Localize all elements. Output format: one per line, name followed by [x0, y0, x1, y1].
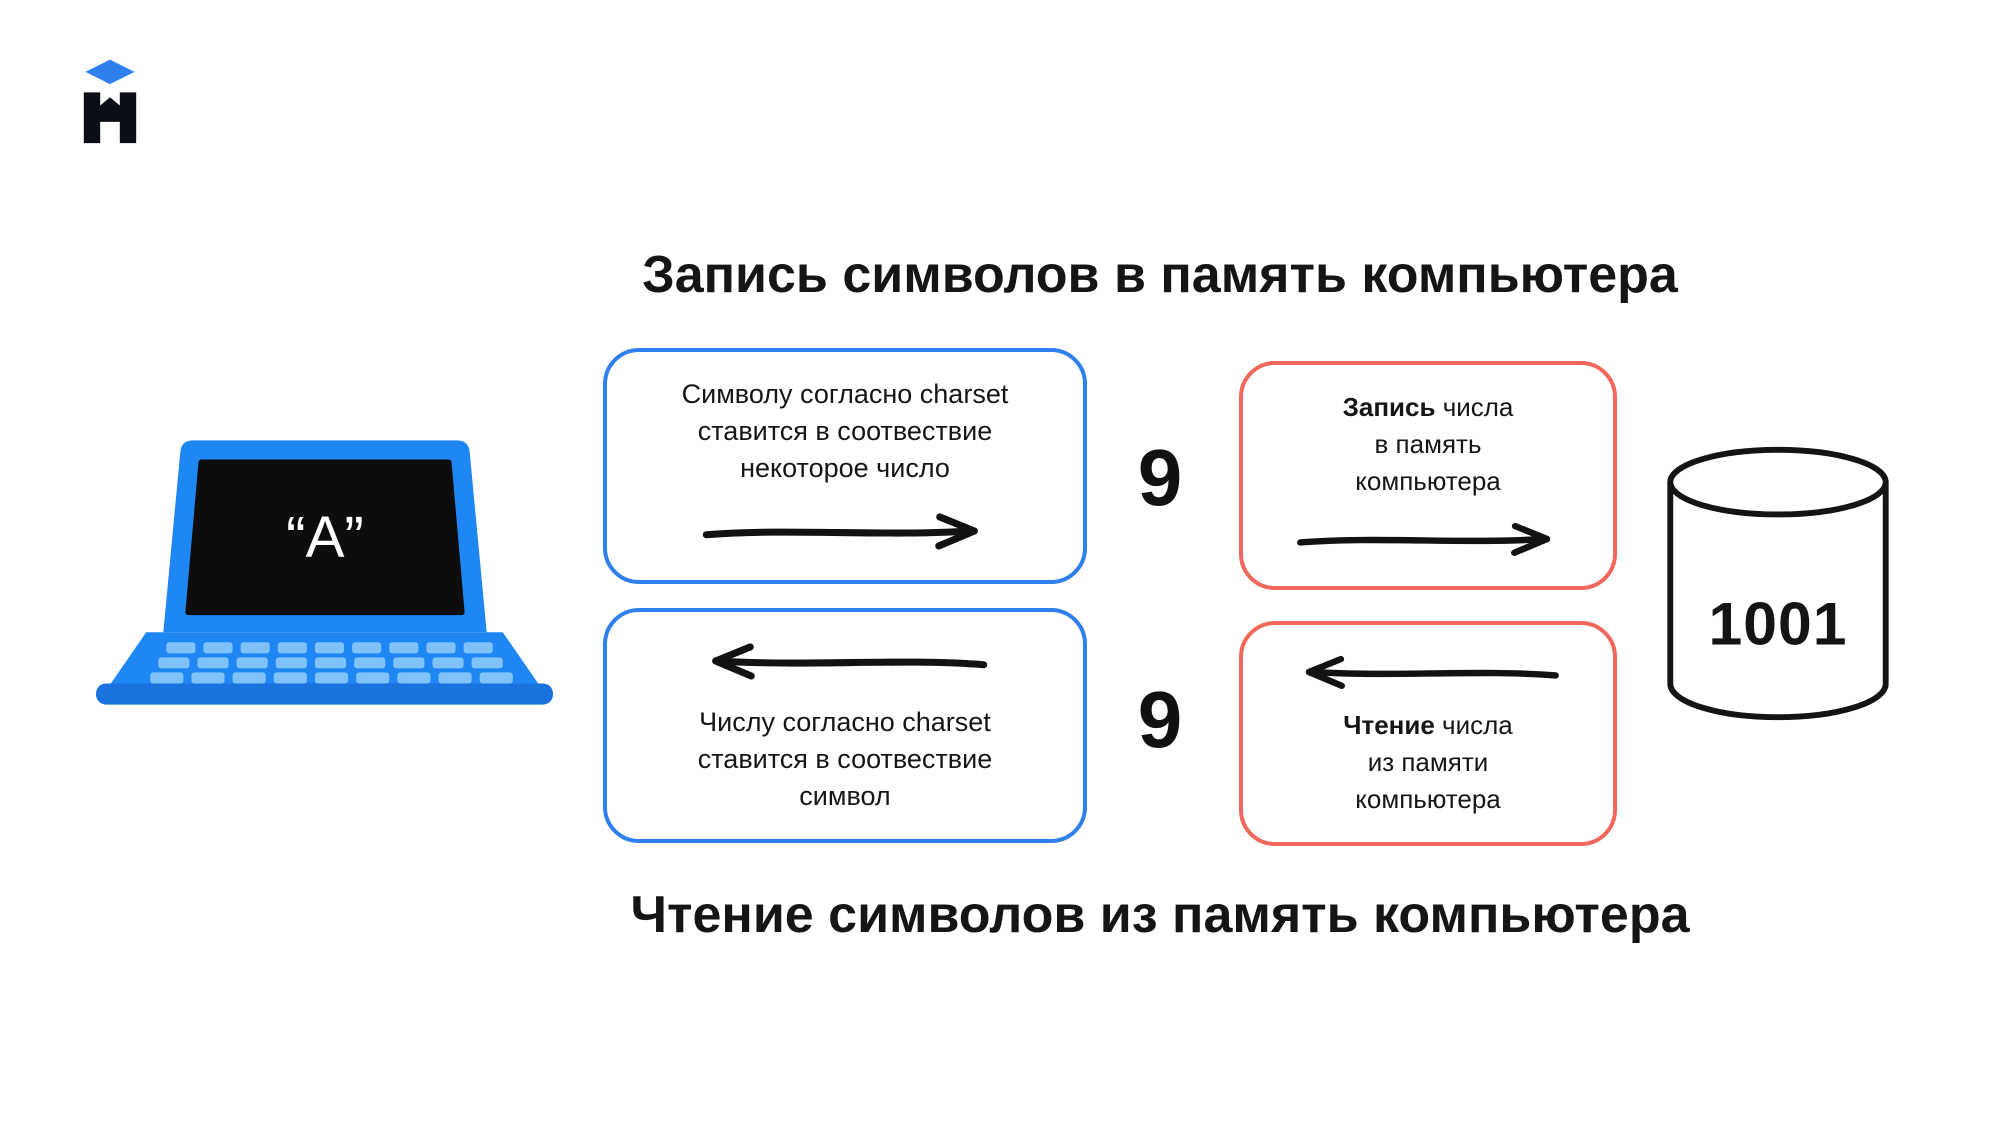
charset-encode-box: Символу согласно charset ставится в соот…	[603, 348, 1087, 584]
logo-h-shape	[83, 92, 137, 144]
laptop-keys	[150, 642, 513, 684]
laptop-illustration: “A”	[96, 438, 553, 712]
encoded-number-read: 9	[1137, 675, 1183, 764]
database-cylinder-icon: 1001	[1667, 446, 1889, 721]
text-line: ставится в соотвествие	[697, 744, 993, 774]
arrow-right-icon	[702, 513, 978, 550]
text-line: символ	[799, 781, 891, 811]
text-line: ставится в соотвествие	[697, 416, 993, 446]
memory-write-box: Запись числа в память компьютера	[1239, 361, 1617, 590]
text-line: некоторое число	[740, 453, 950, 483]
laptop-screen-text: “A”	[286, 505, 364, 570]
cylinder-top	[1667, 446, 1889, 518]
encoded-number-write: 9	[1137, 433, 1183, 522]
title-read: Чтение символов из память компьютера	[630, 886, 1690, 944]
memory-write-text: Запись числа в память компьютера	[1343, 389, 1514, 500]
line-rest: числа	[1434, 710, 1513, 740]
memory-read-text: Чтение числа из памяти компьютера	[1343, 707, 1513, 818]
cylinder-body	[1667, 482, 1889, 721]
charset-decode-box: Числу согласно charset ставится в соотве…	[603, 608, 1087, 843]
memory-read-box: Чтение числа из памяти компьютера	[1239, 621, 1617, 846]
charset-encode-text: Символу согласно charset ставится в соот…	[682, 376, 1009, 487]
bold-word: Запись	[1342, 392, 1436, 422]
laptop-icon: “A”	[96, 440, 553, 705]
text-line: Чтение числа	[1343, 707, 1513, 744]
memory-value: 1001	[1709, 590, 1848, 658]
text-line: Запись числа	[1343, 389, 1514, 426]
line-rest: числа	[1435, 392, 1514, 422]
arrow-right-icon	[1297, 522, 1551, 557]
text-line: из памяти	[1367, 747, 1489, 777]
arrow-left-icon	[1305, 655, 1559, 690]
memory-cylinder: 1001	[1663, 443, 1893, 725]
text-line: в память	[1374, 429, 1482, 459]
text-line: компьютера	[1355, 784, 1501, 814]
laptop-screen	[185, 459, 465, 616]
text-line: компьютера	[1355, 466, 1501, 496]
arrow-left-icon	[712, 643, 988, 680]
charset-decode-text: Числу согласно charset ставится в соотве…	[698, 704, 993, 815]
text-line: Числу согласно charset	[699, 707, 991, 737]
title-write: Запись символов в память компьютера	[642, 246, 1678, 304]
bold-word: Чтение	[1343, 710, 1435, 740]
laptop-bottom-lip	[96, 683, 553, 705]
logo-diamond-shape	[85, 59, 135, 85]
hexlet-logo-icon	[83, 59, 137, 144]
text-line: Символу согласно charset	[681, 379, 1009, 409]
hexlet-logo	[78, 58, 142, 148]
